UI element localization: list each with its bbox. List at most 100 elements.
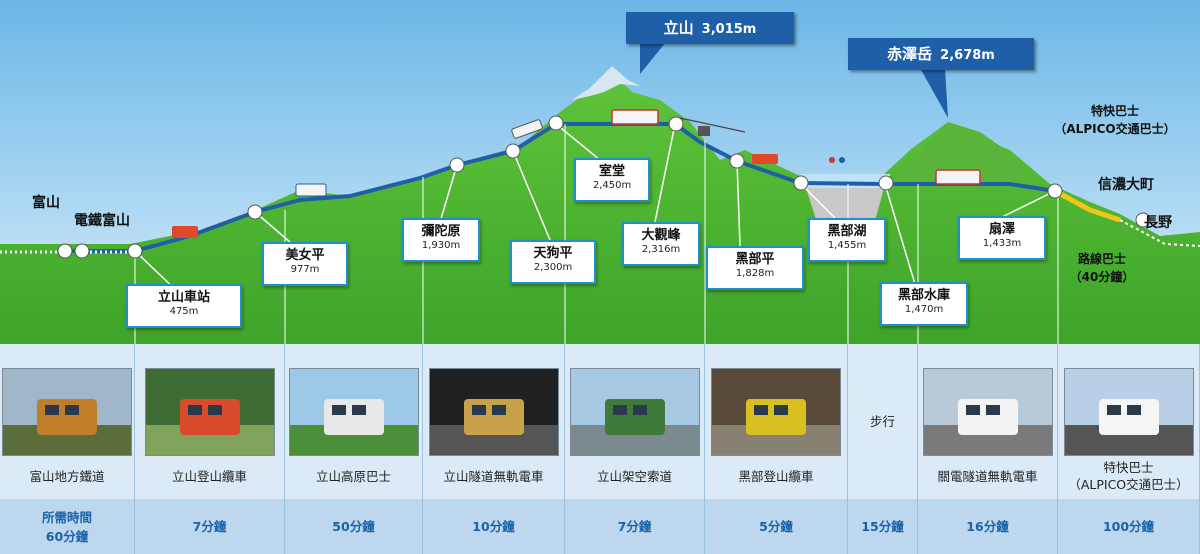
ropeway-photo: [569, 368, 700, 456]
transport-info-cell: 步行: [848, 344, 917, 499]
station-dot-kurobedaira: [729, 153, 745, 169]
transport-info-cell: 黑部登山纜車: [705, 344, 847, 499]
station-dot-nagano: [1135, 212, 1151, 228]
transport-column: 特快巴士 （ALPICO交通巴士） 100分鐘: [1058, 344, 1200, 554]
station-label-murodo: 室堂 2,450m: [574, 158, 650, 202]
peak-pointer: [640, 42, 666, 74]
mount-akazawa-ridge: [900, 122, 1030, 184]
transport-info-cell: 立山高原巴士: [285, 344, 422, 499]
peak-height: 3,015m: [701, 22, 757, 37]
mount-tateyama-snowcap: [572, 66, 640, 100]
station-label-kurobedaira: 黑部平 1,828m: [706, 246, 804, 290]
travel-time-cell: 100分鐘: [1058, 499, 1199, 554]
travel-time-cell: 50分鐘: [285, 499, 422, 554]
travel-time-cell: 7分鐘: [565, 499, 704, 554]
station-elevation: 1,930m: [421, 240, 461, 251]
transport-info-cell: 立山架空索道: [565, 344, 704, 499]
station-name: 黑部平: [735, 252, 775, 267]
station-dot-bijodaira: [247, 204, 263, 220]
kurobe-cable-car-photo: [711, 368, 841, 456]
station-dot-murodo: [548, 115, 564, 131]
leader-line: [654, 123, 676, 223]
station-label-tengudaira: 天狗平 2,300m: [510, 240, 596, 284]
station-name: 立山車站: [157, 290, 210, 305]
peak-pointer: [920, 68, 948, 118]
transport-column: 關電隧道無軌電車 16分鐘: [918, 344, 1058, 554]
travel-time: 7分鐘: [192, 519, 227, 534]
route-bus-note-line1: 路線巴士: [1077, 252, 1126, 266]
route-line: [65, 122, 1056, 253]
shinano-omachi-label: 信濃大町: [1098, 177, 1154, 193]
station-elevation: 977m: [290, 264, 320, 275]
station-label-kurobeko: 黑部湖 1,455m: [808, 218, 886, 262]
leader-line: [555, 123, 601, 161]
peak-name: 赤澤岳: [887, 45, 933, 63]
dentetsu-toyama-label: 電鐵富山: [74, 213, 130, 229]
travel-time: 16分鐘: [966, 519, 1009, 534]
station-dot-midagahara: [449, 157, 465, 173]
transport-column: 立山架空索道 7分鐘: [565, 344, 705, 554]
station-name: 天狗平: [533, 246, 573, 261]
transport-column: 立山高原巴士 50分鐘: [285, 344, 423, 554]
station-name: 彌陀原: [421, 224, 461, 239]
bus-route-line: [1053, 188, 1121, 223]
travel-time: 100分鐘: [1102, 519, 1155, 534]
transport-mode-name: 立山架空索道: [596, 468, 672, 484]
ropeway-cable: [679, 117, 746, 133]
travel-time: 15分鐘: [861, 519, 904, 534]
transport-mode-name: 立山高原巴士: [315, 468, 391, 484]
station-name: 大觀峰: [641, 228, 681, 243]
station-elevation: 1,828m: [735, 268, 775, 279]
express-bus-note-line1: 特快巴士: [1090, 104, 1139, 118]
highland-bus-photo: [288, 368, 419, 456]
station-label-kurobe-dam: 黑部水庫 1,470m: [880, 282, 968, 326]
station-name: 扇澤: [988, 222, 1015, 237]
transport-mode-name: 立山隧道無軌電車: [443, 468, 544, 484]
station-label-bijodaira: 美女平 977m: [262, 242, 348, 286]
route-bus-note-line2: （40分鐘）: [1069, 270, 1135, 284]
leader-line: [799, 182, 836, 219]
express-bus-note-line2: （ALPICO交通巴士）: [1054, 122, 1176, 136]
station-name: 美女平: [285, 248, 325, 263]
travel-time: 10分鐘: [472, 519, 515, 534]
travel-time-cell: 16分鐘: [918, 499, 1057, 554]
station-elevation: 2,316m: [641, 244, 681, 255]
station-label-tateyama: 立山車站 475m: [126, 284, 242, 328]
station-dot-dentetsu-toyama: [74, 243, 90, 259]
station-name: 黑部水庫: [897, 288, 950, 303]
kurobe-cable-car-icon: [752, 154, 778, 164]
transport-info-cell: 立山隧道無軌電車: [423, 344, 564, 499]
ropeway-gondola-icon: [698, 126, 710, 136]
station-dot-ogizawa: [1047, 183, 1063, 199]
leader-line: [884, 183, 916, 285]
transport-column: 立山隧道無軌電車 10分鐘: [423, 344, 565, 554]
bus-route-dashes: [1119, 219, 1200, 247]
station-dot-toyama: [57, 243, 73, 259]
station-dot-kurobeko: [793, 175, 809, 191]
station-dot-tateyama: [127, 243, 143, 259]
travel-time-cell: 10分鐘: [423, 499, 564, 554]
travel-time: 7分鐘: [617, 519, 652, 534]
travel-time-cell: 7分鐘: [135, 499, 284, 554]
leader-line: [999, 190, 1056, 219]
hiker-icon: [829, 157, 835, 163]
leader-line: [439, 164, 458, 223]
transport-mode-name: 關電隧道無軌電車: [937, 468, 1038, 484]
kanden-bus-icon: [935, 169, 981, 185]
station-label-daikanbo: 大觀峰 2,316m: [622, 222, 700, 266]
time-header-label: 所需時間: [41, 509, 92, 525]
tunnel-trolleybus-photo: [428, 368, 559, 456]
station-elevation: 1,470m: [904, 304, 944, 315]
transport-column: 步行 15分鐘: [848, 344, 918, 554]
transport-mode-name: 特快巴士 （ALPICO交通巴士）: [1068, 460, 1189, 492]
station-name: 室堂: [598, 164, 625, 179]
peak-height: 2,678m: [940, 48, 995, 63]
transport-info-cell: 富山地方鐵道: [0, 344, 134, 499]
transport-mode-name: 黑部登山纜車: [738, 468, 814, 484]
station-dot-kurobe-dam: [878, 175, 894, 191]
